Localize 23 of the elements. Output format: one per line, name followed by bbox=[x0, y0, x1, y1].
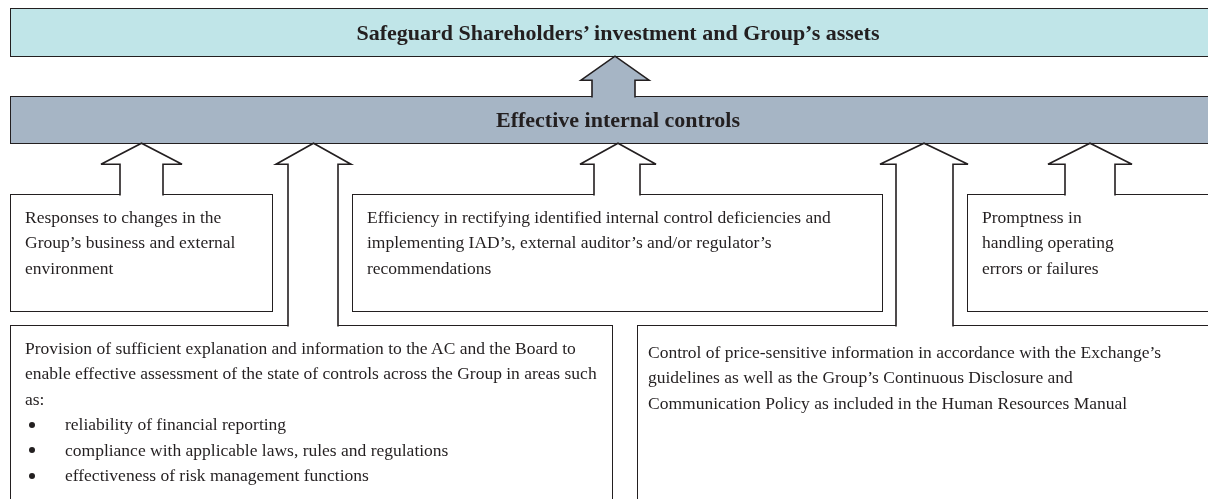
banner-bar bbox=[10, 8, 1208, 57]
bullet-item: reliability of financial reporting bbox=[65, 413, 287, 437]
box-text: Control of price-sensitive information in accordance with the Exchange’s guidelines as well as the Group’s Continuous Disclosure and Communication Policy as included in the Human Resources Manual bbox=[648, 341, 1163, 415]
block-arrow bbox=[579, 142, 657, 197]
bullet-item: compliance with applicable laws, rules and regulations bbox=[65, 438, 449, 462]
text-box bbox=[637, 325, 1208, 499]
bullet-item: effectiveness of risk management functions bbox=[65, 463, 369, 487]
box-text: Efficiency in rectifying identified internal control deficiencies and implementing IAD’s, external auditor’s and/or regulator’s recommendations bbox=[367, 206, 832, 280]
block-arrow bbox=[578, 55, 652, 99]
block-arrow bbox=[1047, 142, 1133, 197]
banner-title: Effective internal controls bbox=[496, 107, 740, 133]
block-arrow bbox=[272, 142, 355, 328]
box-text: Provision of sufficient explanation and information to the AC and the Board to enable effective assessment of the state of controls across the Group in areas such as: bbox=[25, 337, 598, 411]
text-box bbox=[967, 194, 1208, 312]
banner-title: Safeguard Shareholders’ investment and Group’s assets bbox=[356, 19, 880, 46]
text-box bbox=[10, 325, 613, 499]
block-arrow bbox=[879, 142, 969, 328]
box-text: Responses to changes in the Group’s business and external environment bbox=[25, 206, 237, 280]
block-arrow bbox=[100, 142, 183, 197]
box-text: Promptness in handling operating errors or failures bbox=[982, 206, 1115, 280]
text-box bbox=[352, 194, 883, 312]
text-box bbox=[10, 194, 273, 312]
banner-bar bbox=[10, 96, 1208, 144]
